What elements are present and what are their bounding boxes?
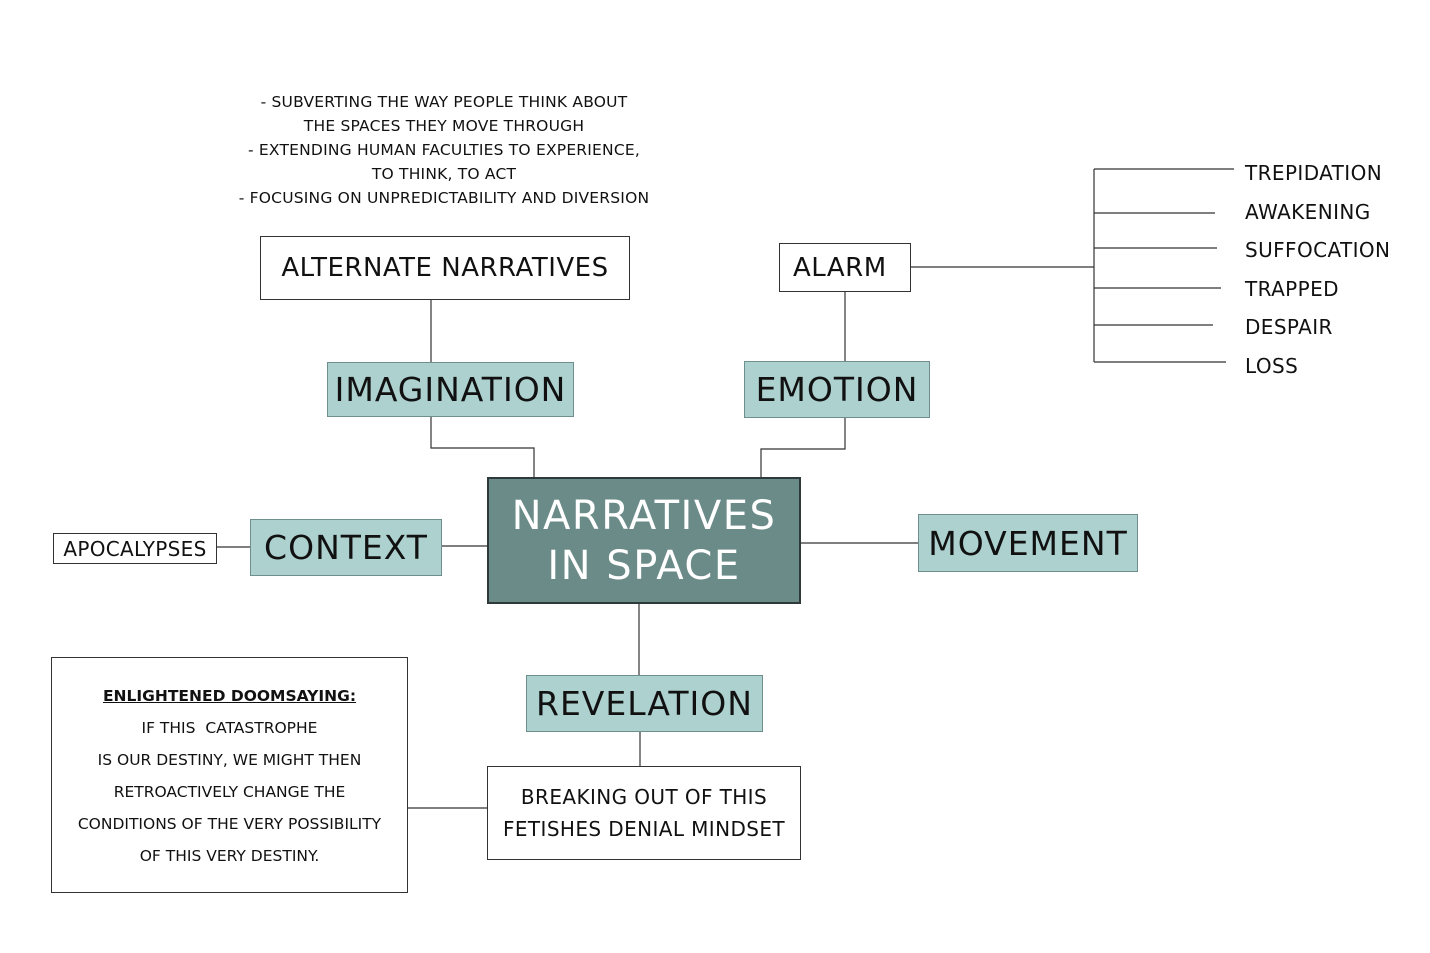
imagination-note-line: THE SPACES THEY MOVE THROUGH <box>303 117 585 135</box>
alarm-list: TREPIDATION AWAKENING SUFFOCATION TRAPPE… <box>1245 154 1390 386</box>
doomsaying-line: RETROACTIVELY CHANGE THE <box>113 783 346 801</box>
imagination-notes: - SUBVERTING THE WAY PEOPLE THINK ABOUT … <box>230 90 658 210</box>
imagination-note-line: - EXTENDING HUMAN FACULTIES TO EXPERIENC… <box>248 141 640 159</box>
apocalypses-label: APOCALYPSES <box>63 536 207 561</box>
imagination-note-line: TO THINK, TO ACT <box>371 165 517 183</box>
central-node: NARRATIVES IN SPACE <box>487 477 801 604</box>
apocalypses-node: APOCALYPSES <box>53 533 217 564</box>
alarm-list-item: LOSS <box>1245 353 1299 378</box>
emotion-node: EMOTION <box>744 361 930 418</box>
imagination-note-line: - FOCUSING ON UNPREDICTABILITY AND DIVER… <box>238 189 650 207</box>
context-label: CONTEXT <box>264 528 428 567</box>
alarm-list-item: TRAPPED <box>1245 276 1339 301</box>
breaking-out-node: BREAKING OUT OF THIS FETISHES DENIAL MIN… <box>487 766 801 860</box>
alarm-list-item: SUFFOCATION <box>1245 238 1391 263</box>
central-label-line2: IN SPACE <box>547 542 741 589</box>
imagination-node: IMAGINATION <box>327 362 574 417</box>
breaking-out-line1: BREAKING OUT OF THIS <box>520 785 768 809</box>
imagination-note-line: - SUBVERTING THE WAY PEOPLE THINK ABOUT <box>260 93 628 111</box>
alarm-node: ALARM <box>779 243 911 292</box>
alarm-label: ALARM <box>793 252 887 283</box>
doomsaying-line: IS OUR DESTINY, WE MIGHT THEN <box>97 751 362 769</box>
connector-imagination-central <box>430 417 535 477</box>
alarm-list-item: DESPAIR <box>1245 315 1333 340</box>
breaking-out-line2: FETISHES DENIAL MINDSET <box>502 817 786 841</box>
imagination-label: IMAGINATION <box>334 370 567 409</box>
alternate-narratives-label: ALTERNATE NARRATIVES <box>281 253 609 283</box>
central-label-line1: NARRATIVES <box>511 492 777 539</box>
alarm-list-item: TREPIDATION <box>1245 161 1383 185</box>
movement-label: MOVEMENT <box>928 523 1128 563</box>
alarm-list-item: AWAKENING <box>1245 199 1371 224</box>
revelation-label: REVELATION <box>536 684 753 723</box>
enlightened-doomsaying-note: ENLIGHTENED DOOMSAYING: IF THIS CATASTRO… <box>51 657 408 893</box>
context-node: CONTEXT <box>250 519 442 576</box>
doomsaying-title: ENLIGHTENED DOOMSAYING: <box>102 687 357 705</box>
connector-emotion-central <box>760 418 846 477</box>
revelation-node: REVELATION <box>526 675 763 732</box>
movement-node: MOVEMENT <box>918 514 1138 572</box>
emotion-label: EMOTION <box>755 370 919 409</box>
doomsaying-line: IF THIS CATASTROPHE <box>141 719 318 737</box>
doomsaying-line: OF THIS VERY DESTINY. <box>139 847 320 865</box>
doomsaying-line: CONDITIONS OF THE VERY POSSIBILITY <box>77 815 382 833</box>
alternate-narratives-node: ALTERNATE NARRATIVES <box>260 236 630 300</box>
